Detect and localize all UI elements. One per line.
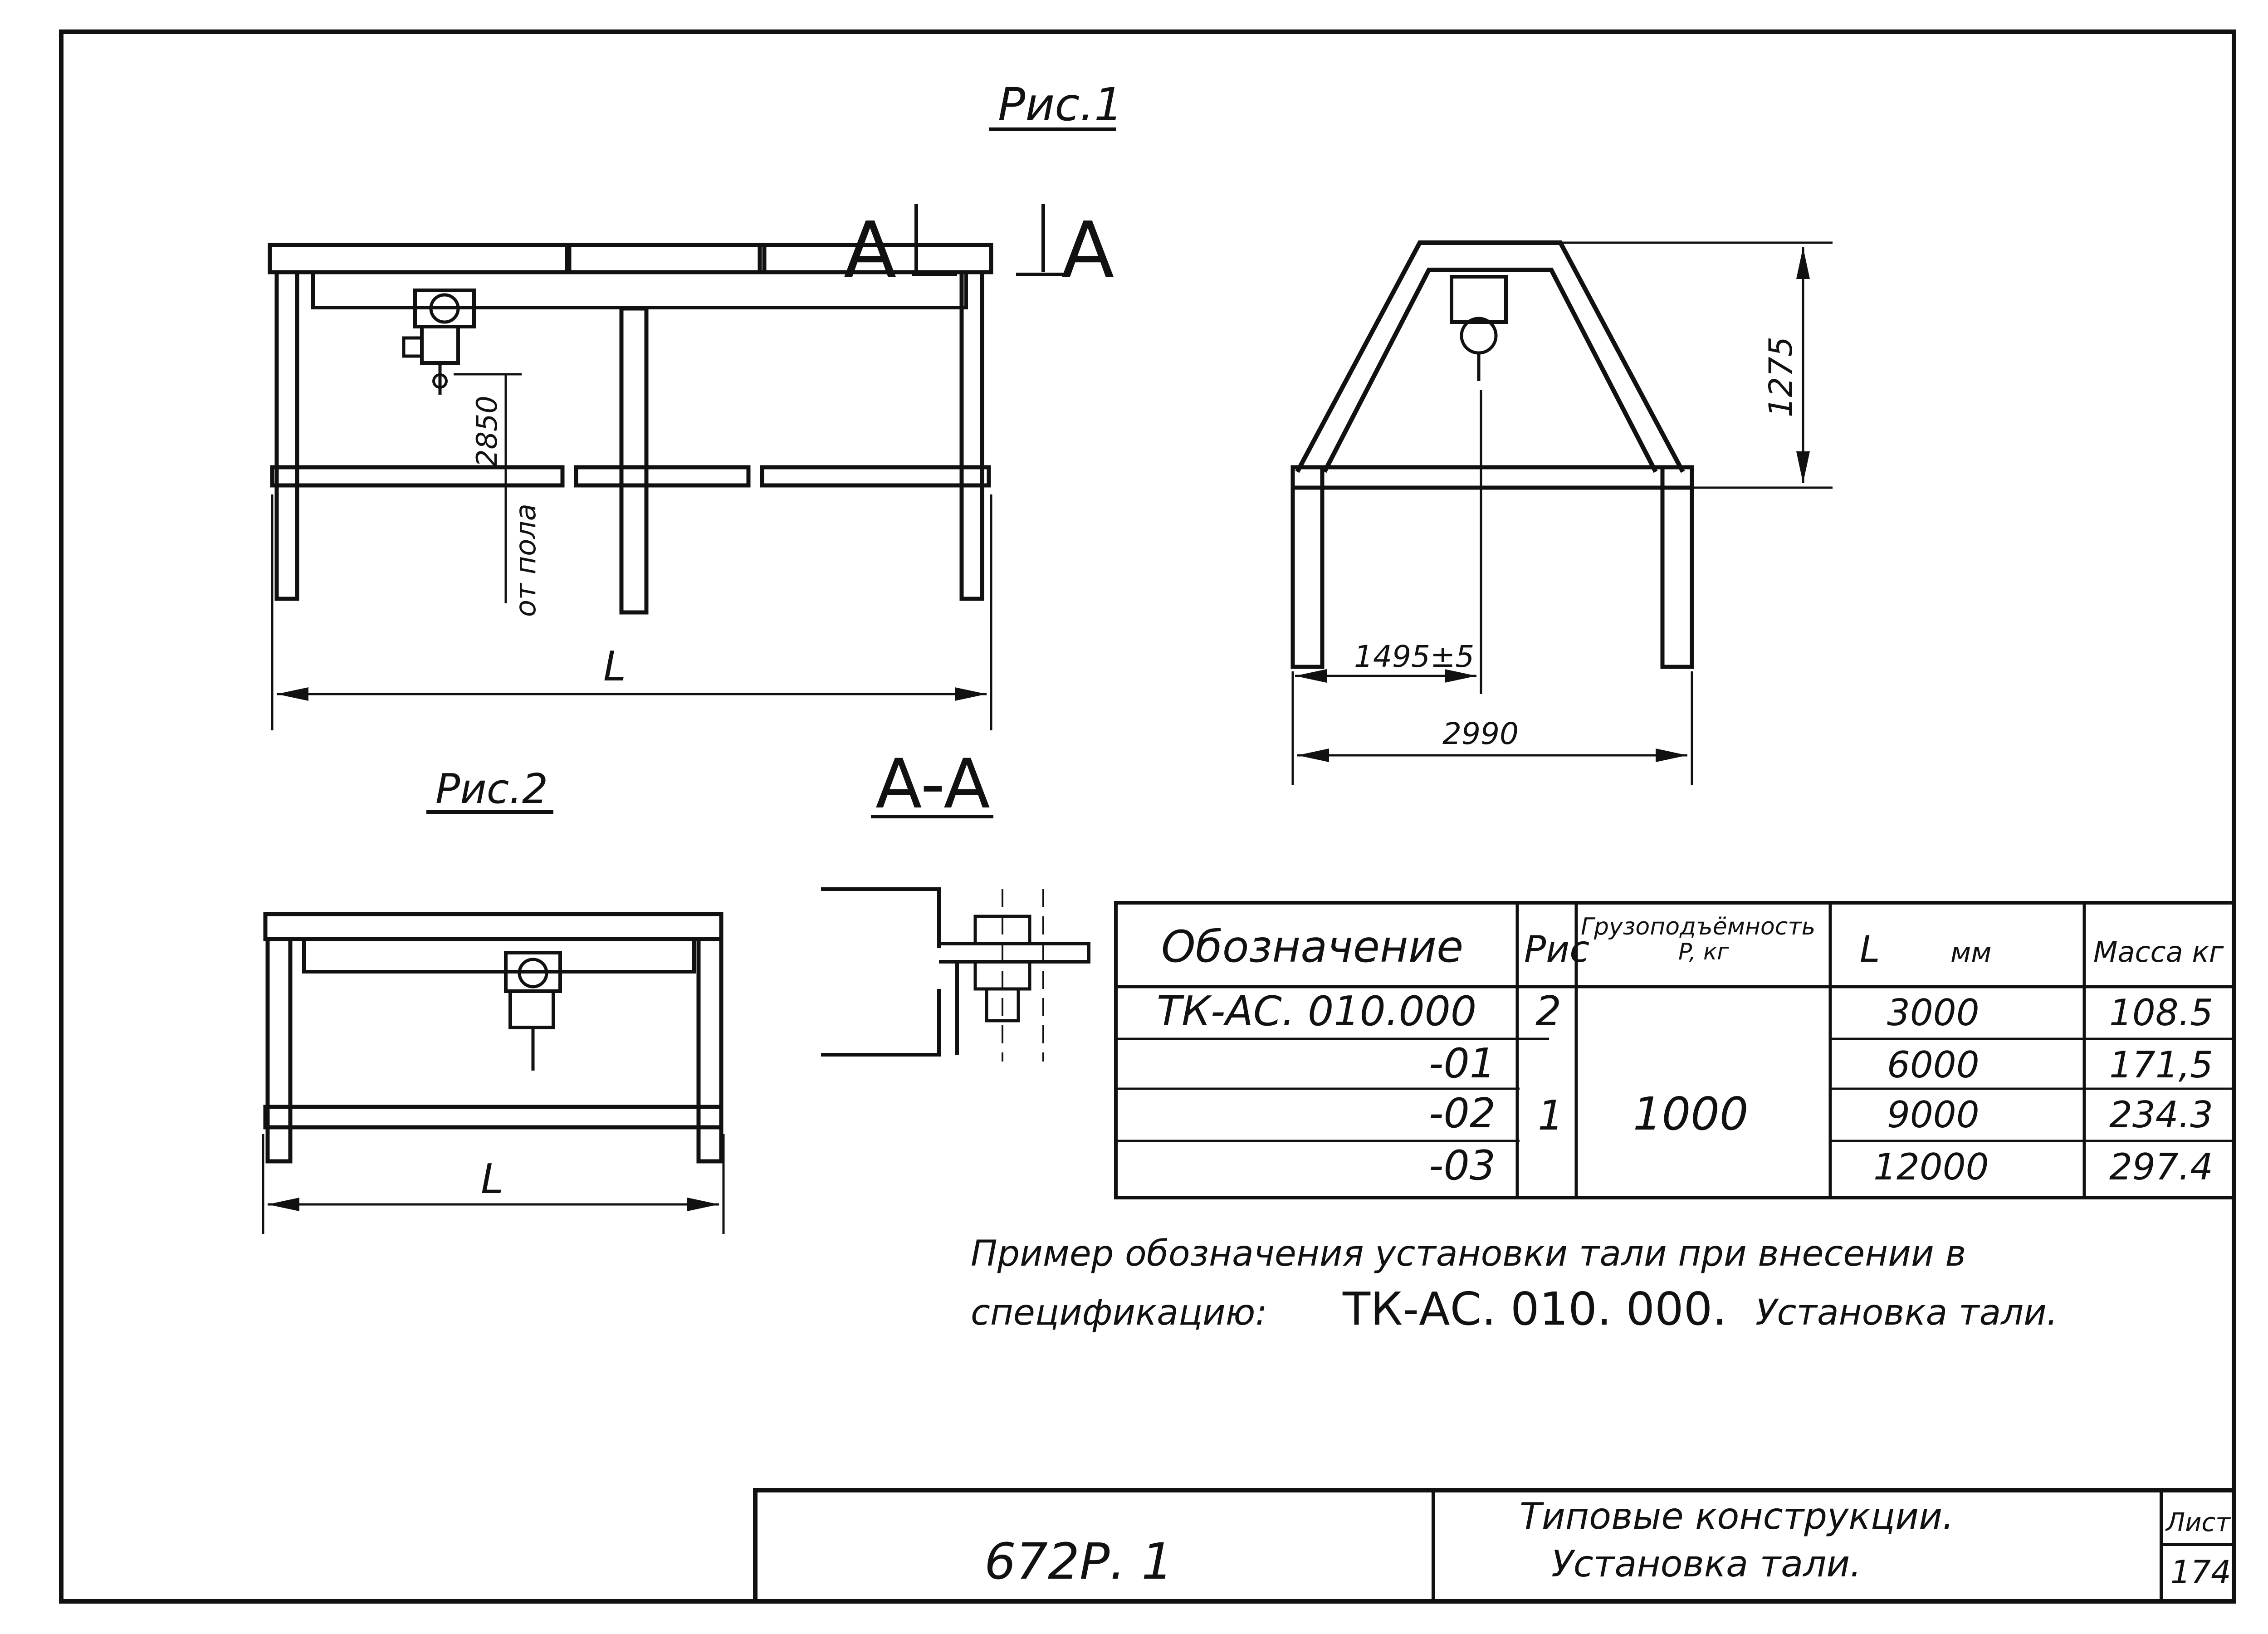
leg: [619, 306, 649, 615]
note-line-1: Пример обозначения установки тали при вн…: [971, 1233, 1966, 1274]
table-row-length: 6000: [1887, 1044, 1980, 1086]
table-row-length: 3000: [1887, 992, 1980, 1034]
middle-beam: [574, 465, 751, 488]
section-mark-left: A: [844, 205, 896, 295]
leg: [1290, 465, 1325, 669]
table-row-figure: 1: [1538, 1092, 1564, 1140]
leg: [1660, 465, 1694, 669]
note-line-2-prefix: спецификацию:: [971, 1292, 1267, 1333]
sheet-frame: [59, 29, 2236, 1604]
dimension-half-span: 1495±5: [1354, 639, 1474, 674]
table-row-designation: -01: [1429, 1040, 1496, 1087]
dimension-length: L: [603, 643, 626, 690]
middle-beam: [270, 465, 565, 488]
header-mass: Масса кг: [2093, 935, 2224, 969]
table-row-length: 12000: [1873, 1146, 1989, 1188]
section-title: A-A: [875, 745, 990, 824]
figure-1-front-view: Рис.1 2850 от пола: [268, 78, 1123, 730]
table-row-length: 9000: [1887, 1094, 1980, 1136]
leg: [696, 937, 723, 1164]
section-mark-right: A: [1061, 205, 1114, 295]
capacity-value: 1000: [1633, 1087, 1749, 1140]
table-row-designation: -03: [1429, 1142, 1496, 1189]
section-a-a-view: A-A: [821, 745, 1090, 1062]
figure-2-view: Рис.2 L: [262, 765, 725, 1234]
table-row-designation: -02: [1429, 1090, 1496, 1137]
floor-label: от пола: [509, 504, 542, 617]
leg: [274, 270, 299, 601]
header-capacity: Грузоподъёмность: [1581, 913, 1815, 940]
header-designation: Обозначение: [1161, 921, 1463, 972]
spec-table: Обозначение Рис Грузоподъёмность P, кг L…: [1114, 901, 2236, 1199]
leg: [265, 937, 293, 1164]
dimension-height: 1275: [1762, 337, 1799, 417]
figure-1-side-view: 1275 1495±5 2990: [1290, 240, 1833, 785]
figure-1-title: Рис.1: [998, 78, 1123, 131]
hoist-icon: [504, 951, 562, 1071]
middle-beam: [760, 465, 991, 488]
table-row-mass: 297.4: [2109, 1146, 2213, 1188]
table-row-figure: 2: [1535, 988, 1561, 1035]
header-capacity-unit: P, кг: [1678, 939, 1729, 965]
top-beam-segment: [268, 243, 569, 274]
dimension-span: 2990: [1442, 716, 1519, 751]
document-title-line-1: Типовые конструкции.: [1520, 1495, 1954, 1537]
dimension-drop: 2850: [470, 396, 503, 467]
table-row-mass: 171,5: [2109, 1044, 2213, 1086]
note-line-2-code: ТК-АС. 010. 000.: [1342, 1282, 1727, 1336]
leg: [959, 270, 984, 601]
hoist-icon: [1450, 275, 1508, 381]
figure-2-title: Рис.2: [435, 765, 548, 813]
title-block: 672Р. 1 Типовые конструкции. Установка т…: [753, 1488, 2236, 1604]
document-title-line-2: Установка тали.: [1551, 1543, 1862, 1585]
sheet-number: 174: [2170, 1554, 2231, 1591]
designation-note: Пример обозначения установки тали при вн…: [971, 1233, 2058, 1336]
sheet-label: Лист: [2165, 1508, 2231, 1537]
table-row-designation: ТК-АС. 010.000: [1157, 988, 1476, 1035]
hoist-icon: [402, 289, 476, 395]
header-length-unit: мм: [1950, 937, 1992, 969]
table-row-mass: 108.5: [2109, 992, 2213, 1034]
dimension-length-fig2: L: [481, 1155, 503, 1203]
note-line-2-suffix: Установка тали.: [1755, 1292, 2058, 1333]
header-length: L: [1860, 928, 1880, 970]
top-beam-segment: [567, 243, 767, 274]
cross-beam: [1290, 465, 1694, 490]
header-figure: Рис: [1524, 928, 1589, 970]
table-row-mass: 234.3: [2109, 1094, 2213, 1136]
document-code: 672Р. 1: [984, 1532, 1173, 1590]
